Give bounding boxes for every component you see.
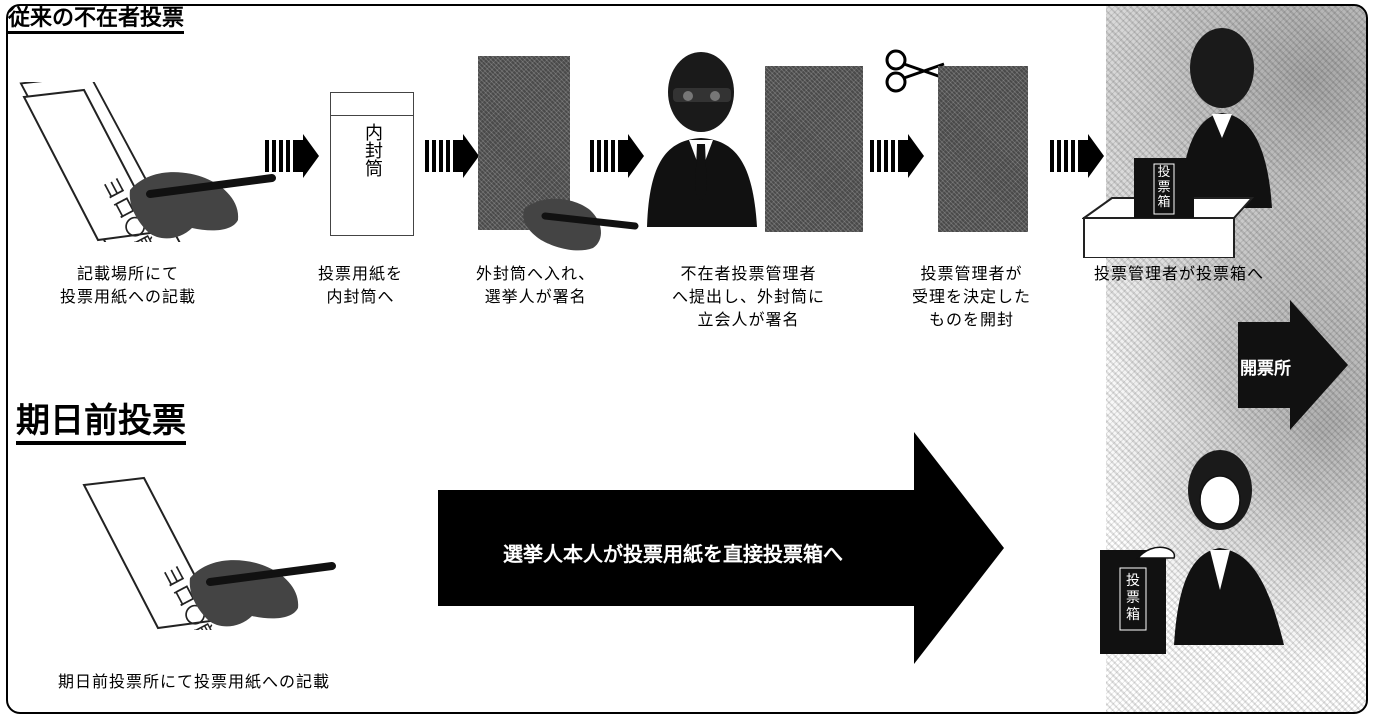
early-voting-caption: 期日前投票所にて投票用紙への記載 (58, 672, 331, 691)
step-5-line-2: 受理を決定した (912, 287, 1032, 306)
step-5-line-1: 投票管理者が (920, 264, 1023, 283)
envelope-flap (331, 93, 413, 116)
step-6-line-1: 投票管理者が投票箱へ (1094, 264, 1265, 283)
opened-envelope-icon (938, 66, 1028, 232)
step-5-caption: 投票管理者が 受理を決定した ものを開封 (912, 262, 1031, 331)
step-4-caption: 不在者投票管理者 へ提出し、外封筒に 立会人が署名 (672, 262, 825, 331)
step-3-line-1: 外封筒へ入れ、 (476, 264, 596, 283)
ballot-box-label-3: 箱 (1157, 194, 1170, 210)
direct-ballot-arrow-icon (438, 432, 1004, 664)
inner-envelope-text: 内封筒 (362, 123, 383, 177)
ballot-box-label-1: 投 (1157, 164, 1170, 180)
early-ballot-writing-icon: ヨロ〇郎 (82, 476, 336, 630)
inner-envelope-icon: 内封筒 (330, 92, 414, 236)
step-1-line-2: 投票用紙への記載 (60, 287, 197, 306)
step-arrow-icon (265, 134, 319, 178)
step-6-caption: 投票管理者が投票箱へ (1094, 262, 1264, 285)
step-5-line-3: ものを開封 (929, 310, 1015, 329)
ballot-box-label-2: 票 (1157, 180, 1170, 195)
step-3-line-2: 選挙人が署名 (484, 287, 587, 306)
voter-ballot-box-icon: 投 票 箱 (1100, 450, 1284, 654)
early-ballot-box-label-1: 投 (1126, 573, 1140, 589)
submitted-envelope-icon (765, 66, 863, 232)
step-3-caption: 外封筒へ入れ、 選挙人が署名 (476, 262, 595, 308)
early-voting-title: 期日前投票 (16, 401, 186, 446)
count-station-label: 開票所 (1240, 359, 1291, 379)
early-ballot-box-label-3: 箱 (1126, 607, 1140, 623)
step-4-line-1: 不在者投票管理者 (680, 264, 817, 283)
step-1-line-1: 記載場所にて (77, 264, 180, 283)
step-4-line-3: 立会人が署名 (697, 310, 800, 329)
signing-hand-icon (523, 198, 639, 251)
inner-envelope-label: 内封筒 (331, 123, 413, 186)
scissors-icon (885, 49, 945, 93)
step-1-caption: 記載場所にて 投票用紙への記載 (60, 262, 196, 308)
direct-ballot-text: 選挙人本人が投票用紙を直接投票箱へ (503, 542, 843, 566)
traditional-voting-title: 従来の不在者投票 (8, 6, 185, 35)
step-4-line-2: へ提出し、外封筒に (672, 287, 826, 306)
step-arrow-icon (590, 134, 644, 178)
step-2-line-2: 内封筒へ (326, 287, 395, 306)
count-station-arrow-icon (1238, 300, 1348, 430)
ballot-writing-icon: ヨロ〇郎 (19, 82, 276, 242)
early-ballot-box-label-2: 票 (1126, 590, 1140, 606)
step-2-line-1: 投票用紙を (318, 264, 404, 283)
manager-figure-icon (647, 52, 757, 227)
step-arrow-icon (870, 134, 924, 178)
manager-ballot-box-icon: 投 票 箱 (1082, 28, 1272, 258)
step-2-caption: 投票用紙を 内封筒へ (318, 262, 403, 308)
step-arrow-icon (1050, 134, 1104, 178)
step-arrow-icon (425, 134, 479, 178)
